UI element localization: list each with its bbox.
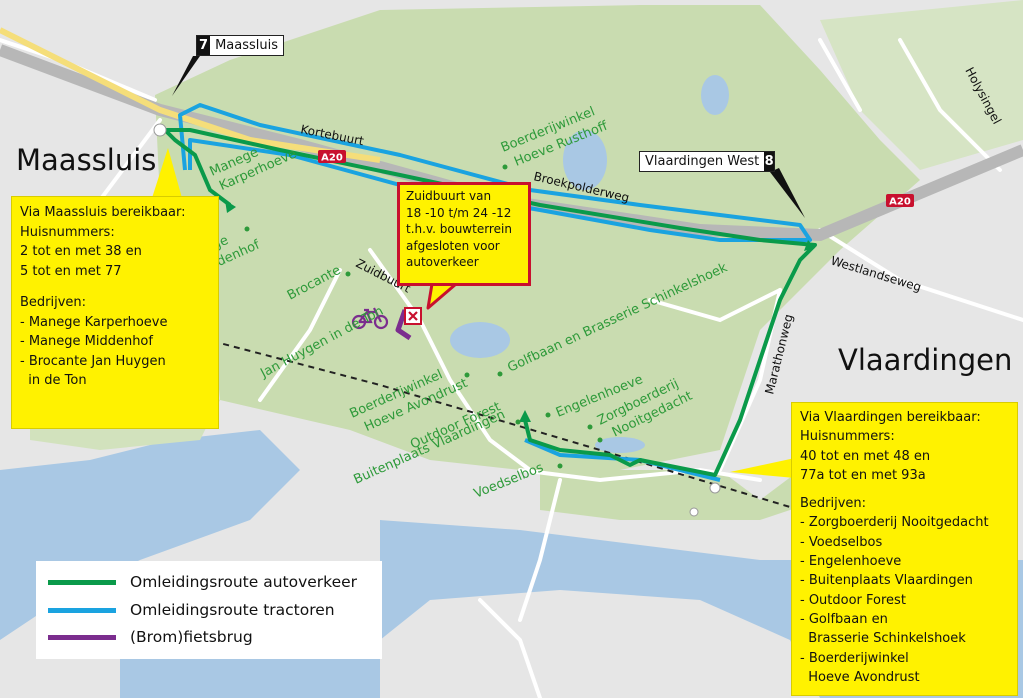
notice-line: 18 -10 t/m 24 -12	[406, 205, 512, 220]
park-east	[540, 470, 820, 520]
info-line: 2 tot en met 38 en	[20, 244, 142, 259]
info-pointer-maassluis	[152, 148, 182, 198]
info-box-maassluis: Via Maassluis bereikbaar: Huisnummers: 2…	[11, 196, 219, 429]
info-pointer-vlaardingen	[730, 458, 795, 478]
park-polder	[155, 5, 920, 470]
exit-pointer-vlaardingen	[770, 168, 805, 218]
legend-swatch	[48, 634, 116, 640]
direction-arrow-icon	[804, 240, 815, 251]
info-line: Huisnummers:	[800, 429, 895, 445]
company-item: - Buitenplaats Vlaardingen	[800, 573, 973, 589]
route-autoverkeer	[163, 128, 817, 477]
pond-3	[450, 322, 510, 358]
companies-title: Bedrijven:	[800, 496, 867, 512]
company-item: - Engelenhoeve	[800, 554, 902, 570]
direction-arrow-icon	[225, 200, 236, 213]
a20-shield-east: A20	[886, 194, 914, 208]
pond-4	[595, 437, 645, 453]
notice-line: autoverkeer	[406, 255, 479, 269]
legend-item-fietsbrug: (Brom)fietsbrug	[48, 625, 253, 649]
company-item: - Boerderijwinkel	[800, 650, 909, 666]
info-line: 5 tot en met 77	[20, 263, 122, 279]
roundabout	[689, 507, 699, 517]
company-item: - Voedselbos	[800, 534, 883, 550]
roundabout	[709, 482, 721, 494]
info-line: Huisnummers:	[20, 224, 115, 240]
company-item: - Brocante Jan Huygen	[20, 353, 166, 369]
notice-line: t.h.v. bouwterrein	[406, 222, 512, 236]
a20-shield-west: A20	[318, 150, 346, 164]
legend-label: Omleidingsroute tractoren	[130, 601, 335, 619]
exit-number: 7	[197, 36, 211, 55]
info-line: 40 tot en met 48 en	[800, 448, 931, 464]
legend-item-autoverkeer: Omleidingsroute autoverkeer	[48, 570, 357, 594]
company-item: - Zorgboerderij Nooitgedacht	[800, 515, 989, 531]
svg-text:A20: A20	[321, 153, 343, 164]
notice-line: afgesloten voor	[406, 238, 500, 253]
exit-number: 8	[764, 152, 774, 171]
info-line: Via Vlaardingen bereikbaar:	[800, 410, 981, 425]
city-maassluis: Maassluis	[16, 143, 156, 177]
exit-tag-maassluis: 7 Maassluis	[196, 35, 284, 56]
park-northeast	[820, 0, 1023, 170]
exit-tag-vlaardingen-west: Vlaardingen West 8	[639, 151, 775, 172]
company-item: - Golfbaan en	[800, 611, 888, 627]
legend-label: Omleidingsroute autoverkeer	[130, 573, 358, 591]
company-item: - Outdoor Forest	[800, 592, 906, 608]
info-line: Via Maassluis bereikbaar:	[20, 205, 186, 220]
exit-name: Vlaardingen West	[645, 154, 760, 169]
highway-a20-yellow	[0, 27, 381, 163]
city-vlaardingen: Vlaardingen	[838, 343, 1012, 377]
roundabout	[153, 123, 167, 137]
bicycle-icon	[351, 307, 389, 330]
legend-item-tractoren: Omleidingsroute tractoren	[48, 598, 335, 622]
company-item: in de Ton	[20, 373, 87, 388]
company-item: Brasserie Schinkelshoek	[800, 631, 966, 647]
direction-arrow-icon	[519, 410, 531, 422]
legend-label: (Brom)fietsbrug	[130, 628, 253, 646]
place-dots	[244, 164, 603, 469]
map-legend: Omleidingsroute autoverkeer Omleidingsro…	[36, 561, 382, 659]
company-item: Hoeve Avondrust	[800, 669, 920, 685]
companies-title: Bedrijven:	[20, 295, 87, 310]
info-line: 77a tot en met 93a	[800, 467, 926, 483]
railway	[169, 329, 901, 531]
legend-swatch	[48, 607, 116, 613]
legend-swatch	[48, 579, 116, 585]
closed-road-icon	[404, 307, 422, 325]
info-box-vlaardingen: Via Vlaardingen bereikbaar: Huisnummers:…	[791, 402, 1018, 696]
pond-2	[701, 75, 729, 115]
notice-line: Zuidbuurt van	[406, 189, 492, 203]
company-item: - Manege Middenhof	[20, 334, 153, 349]
bike-bridge	[395, 309, 412, 341]
pond-1	[563, 130, 607, 190]
exit-pointer-maassluis	[172, 56, 200, 96]
svg-text:A20: A20	[889, 197, 911, 208]
company-item: - Manege Karperhoeve	[20, 314, 168, 330]
road-closure-notice: Zuidbuurt van 18 -10 t/m 24 -12 t.h.v. b…	[397, 182, 531, 286]
exit-name: Maassluis	[215, 38, 278, 53]
